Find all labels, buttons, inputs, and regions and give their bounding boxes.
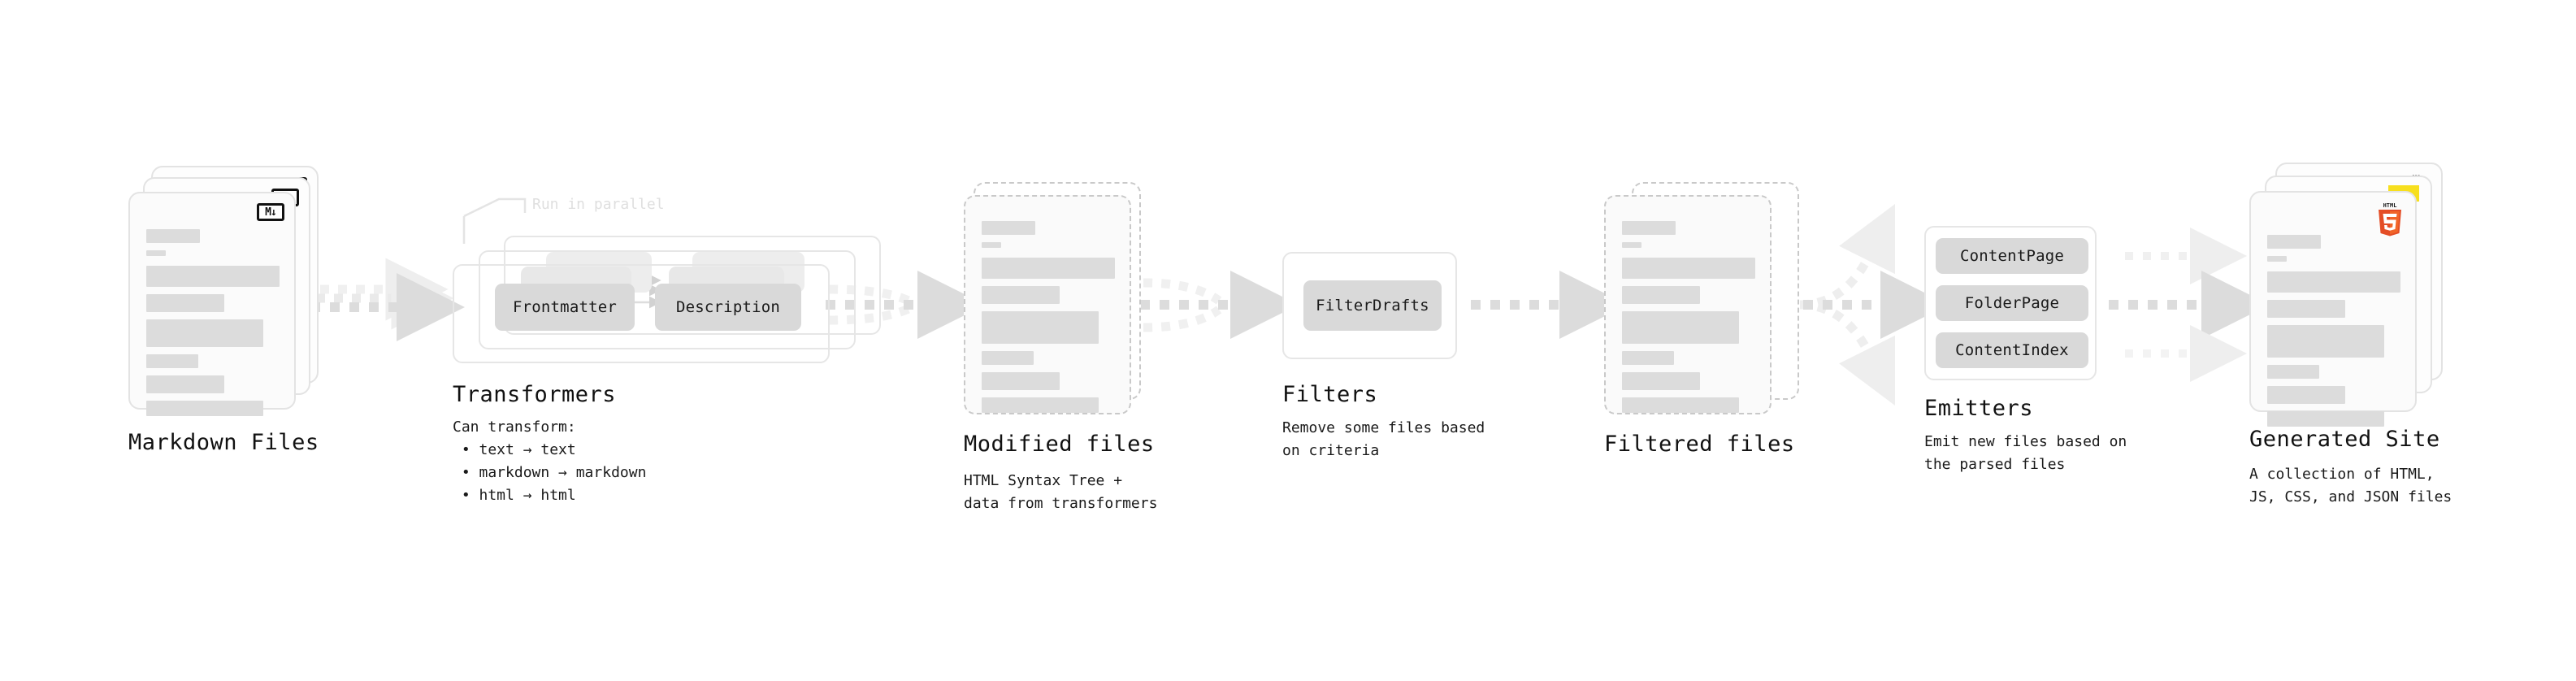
arrow-markdown-to-transformers [310,258,465,341]
markdown-title: Markdown Files [128,430,319,455]
emitters-subtitle: Emit new files based on the parsed files [1924,433,2127,473]
emitter-chip-folderpage[interactable]: FolderPage [1936,285,2088,321]
generated-site-subtitle: A collection of HTML, JS, CSS, and JSON … [2249,466,2452,505]
generated-site-title: Generated Site [2249,427,2440,452]
filters-box: FilterDrafts [1282,252,1457,359]
markdown-badge-icon: M↓ [257,203,284,221]
generated-card-front-html: HTML [2249,191,2417,427]
arrow-modified-to-filters [1140,271,1299,339]
run-in-parallel-label: Run in parallel [532,196,665,213]
emitter-chip-contentindex[interactable]: ContentIndex [1936,332,2088,368]
html5-badge-icon: HTML [2374,201,2405,236]
emitters-box: ContentPage FolderPage ContentIndex [1924,226,2097,380]
transformer-chip-description[interactable]: Description [655,284,801,331]
document-placeholder-lines [146,229,281,423]
arrow-emitters-to-generated [2109,228,2270,382]
transformers-subtitle: Can transform: • text → text • markdown … [453,419,647,504]
svg-text:HTML: HTML [2383,202,2397,209]
emitter-chip-contentpage[interactable]: ContentPage [1936,238,2088,274]
document-placeholder-lines [1622,221,1757,420]
document-placeholder-lines [982,221,1117,420]
markdown-card-front: M↓ [128,192,296,416]
filtered-files-title: Filtered files [1604,432,1795,457]
document-placeholder-lines [2267,235,2402,434]
modified-files-title: Modified files [964,432,1155,457]
filters-subtitle: Remove some files based on criteria [1282,419,1485,459]
filter-chip-filterdrafts[interactable]: FilterDrafts [1303,280,1442,331]
filtered-card-front [1604,195,1772,414]
transformers-title: Transformers [453,382,617,407]
modified-files-subtitle: HTML Syntax Tree + data from transformer… [964,472,1158,512]
emitters-title: Emitters [1924,396,2034,421]
modified-card-front [964,195,1131,414]
transformer-box-front: Frontmatter Description [453,264,830,363]
transformer-chip-frontmatter[interactable]: Frontmatter [495,284,635,331]
filters-title: Filters [1282,382,1378,407]
